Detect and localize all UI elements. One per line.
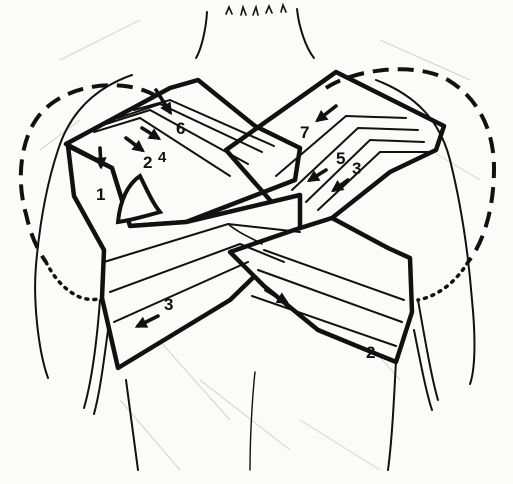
arrow-turn-2-upper (126, 138, 142, 150)
label-turn-1: 1 (96, 185, 105, 204)
label-turn-3-right: 3 (352, 159, 361, 178)
left-loop-dotted (46, 262, 102, 300)
neck (196, 5, 314, 58)
arrow-turn-4 (142, 128, 158, 138)
right-loop-dotted (418, 262, 468, 300)
label-turn-4: 4 (158, 149, 167, 166)
label-turn-3-lower: 3 (164, 295, 173, 314)
label-turn-2-lower: 2 (366, 343, 375, 362)
label-turn-2-upper: 2 (143, 153, 152, 172)
label-turn-6: 6 (176, 119, 185, 138)
arrow-turn-7 (318, 106, 336, 120)
armpit-opening (118, 176, 160, 222)
label-turn-5: 5 (336, 149, 345, 168)
arrow-turn-1 (100, 148, 101, 166)
label-turn-7: 7 (300, 123, 309, 142)
